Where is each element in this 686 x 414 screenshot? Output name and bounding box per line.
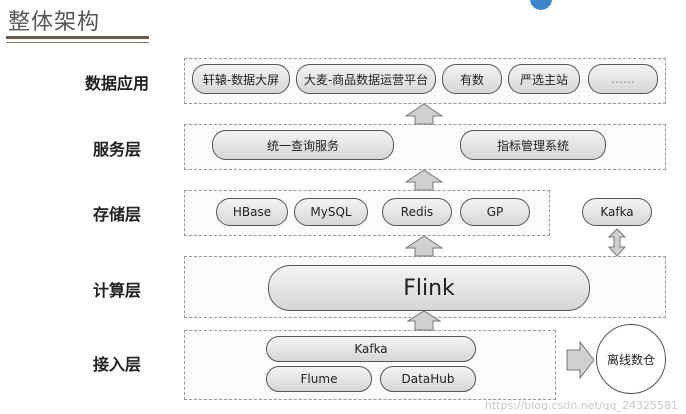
layer-label-storage: 存储层 [92, 205, 141, 224]
app-item-dashboard: 轩辕-数据大屏 [192, 64, 290, 94]
arrow-access-to-compute [406, 310, 442, 331]
arrow-storage-to-service [404, 169, 444, 191]
app-item-youshu: 有数 [442, 64, 502, 94]
storage-mysql: MySQL [294, 198, 368, 226]
app-item-yanxuan: 严选主站 [508, 64, 580, 94]
title-underline-thin [6, 42, 149, 43]
arrow-access-to-warehouse [566, 340, 595, 380]
storage-redis: Redis [382, 198, 452, 226]
title-underline [6, 36, 149, 39]
storage-side-kafka: Kafka [582, 198, 652, 226]
arrow-kafka-double [607, 228, 627, 257]
offline-warehouse: 离线数仓 [596, 324, 666, 394]
storage-hbase: HBase [216, 198, 288, 226]
app-item-more: …… [588, 64, 658, 94]
compute-flink: Flink [268, 265, 590, 311]
arrow-service-to-app [404, 103, 444, 125]
arrow-compute-to-storage [404, 235, 444, 257]
service-unified-query: 统一查询服务 [212, 130, 394, 160]
page-title: 整体架构 [8, 10, 101, 35]
watermark: https://blog.csdn.net/qq_24325581 [484, 399, 678, 412]
app-item-damai: 大麦-商品数据运营平台 [296, 64, 436, 94]
service-metric-management: 指标管理系统 [460, 130, 606, 160]
layer-label-service: 服务层 [92, 140, 141, 159]
decorative-dot [530, 0, 552, 10]
access-datahub: DataHub [380, 366, 476, 392]
storage-gp: GP [460, 198, 530, 226]
access-flume: Flume [266, 366, 372, 392]
layer-label-compute: 计算层 [92, 281, 141, 300]
layer-label-data-app: 数据应用 [84, 74, 149, 93]
access-kafka: Kafka [266, 336, 476, 362]
layer-label-access: 接入层 [92, 355, 141, 374]
